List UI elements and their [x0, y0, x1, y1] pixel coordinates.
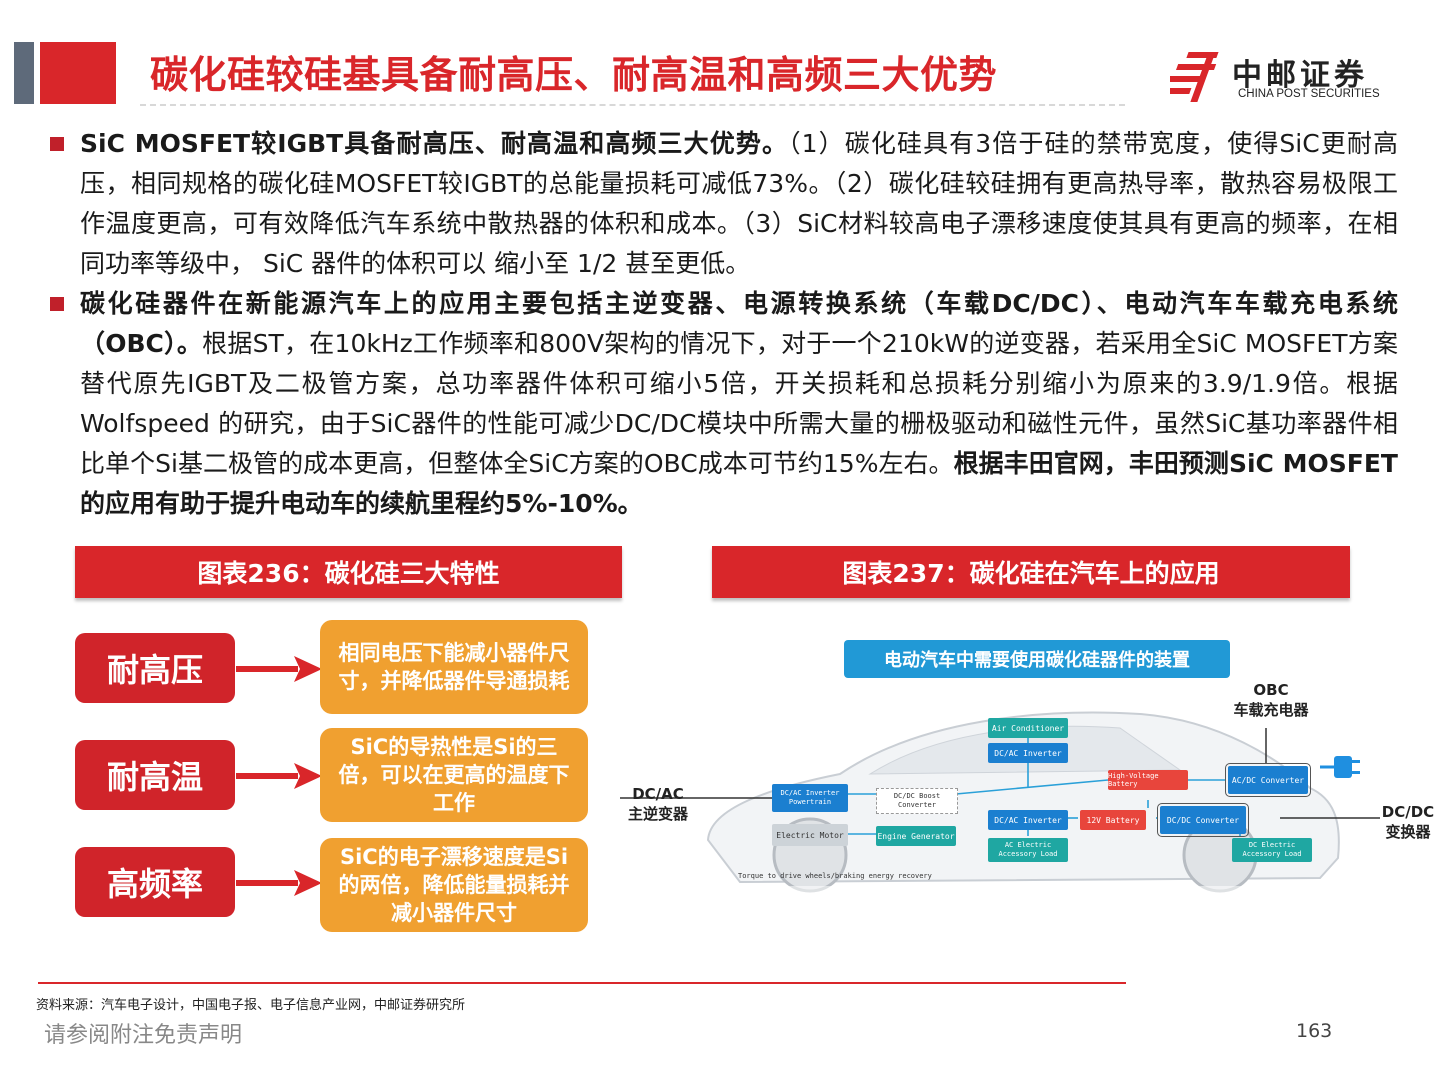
paragraph-2-tail: 根据丰田官网，丰田预测SiC MOSFET的应用有助于提升电动车的续航里程约5%… [80, 449, 1398, 518]
box-inverter-powertrain: DC/AC Inverter Powertrain [772, 784, 848, 812]
header-accent-red [40, 42, 116, 104]
header-accent-gray [14, 42, 34, 104]
page-number: 163 [1296, 1020, 1333, 1042]
arrow-right-icon [236, 870, 322, 896]
label-obc: OBC 车载充电器 [1233, 681, 1309, 719]
torque-note: Torque to drive wheels/braking energy re… [738, 872, 932, 880]
bullet-marker [50, 137, 64, 151]
arrow-right-icon [236, 656, 322, 682]
label-dcdc-converter: DC/DC 变换器 [1381, 803, 1435, 841]
logo-text-en: CHINA POST SECURITIES [1238, 88, 1380, 100]
charging-plug-icon [1320, 756, 1360, 778]
box-ac-accessory-load: AC Electric Accessory Load [988, 838, 1068, 862]
logo-text-cn: 中邮证券 [1232, 58, 1368, 93]
paragraph-2-lead: 碳化硅器件在新能源汽车上的应用主要包括主逆变器、电源转换系统（车载DC/DC）、… [80, 289, 1398, 358]
disclaimer: 请参阅附注免责声明 [44, 1023, 243, 1048]
box-12v-battery: 12V Battery [1080, 810, 1146, 830]
feature-desc-high-voltage: 相同电压下能减小器件尺寸，并降低器件导通损耗 [320, 620, 588, 714]
chart-236-title: 图表236：碳化硅三大特性 [75, 546, 622, 598]
page-title: 碳化硅较硅基具备耐高压、耐高温和高频三大优势 [150, 53, 998, 97]
box-high-voltage-battery: High-Voltage Battery [1108, 770, 1188, 790]
feature-desc-high-temperature: SiC的导热性是Si的三倍，可以在更高的温度下工作 [320, 728, 588, 822]
box-boost-converter: DC/DC Boost Converter [876, 788, 958, 814]
paragraph-2: 碳化硅器件在新能源汽车上的应用主要包括主逆变器、电源转换系统（车载DC/DC）、… [80, 284, 1398, 524]
box-electric-motor: Electric Motor [772, 824, 848, 846]
feature-label-high-frequency: 高频率 [75, 847, 235, 917]
arrow-right-icon [236, 763, 322, 789]
feature-desc-high-frequency: SiC的电子漂移速度是Si的两倍，降低能量损耗并减小器件尺寸 [320, 838, 588, 932]
box-dc-accessory-load: DC Electric Accessory Load [1232, 838, 1312, 862]
ground-fade [620, 886, 1420, 910]
label-main-inverter: DC/AC 主逆变器 [627, 785, 688, 823]
box-dcdc-converter: DC/DC Converter [1157, 803, 1249, 837]
bullet-marker [50, 297, 64, 311]
paragraph-1: SiC MOSFET较IGBT具备耐高压、耐高温和高频三大优势。（1）碳化硅具有… [80, 124, 1398, 284]
diagram-title: 电动汽车中需要使用碳化硅器件的装置 [844, 640, 1230, 678]
feature-label-high-temperature: 耐高温 [75, 740, 235, 810]
paragraph-1-body: （1）碳化硅具有3倍于硅的禁带宽度，使得SiC更耐高压，相同规格的碳化硅MOSF… [80, 129, 1398, 278]
box-dcac-inverter-top: DC/AC Inverter [988, 743, 1068, 763]
feature-label-high-voltage: 耐高压 [75, 633, 235, 703]
china-post-securities-logo: 中邮证券 CHINA POST SECURITIES [1170, 46, 1410, 108]
chart-237-title: 图表237：碳化硅在汽车上的应用 [712, 546, 1350, 598]
header-divider [140, 104, 1125, 106]
box-dcac-inverter-mid: DC/AC Inverter [988, 810, 1068, 830]
footer-divider [38, 982, 1126, 984]
box-engine-generator: Engine Generator [876, 826, 956, 846]
box-acdc-converter: AC/DC Converter [1225, 763, 1311, 797]
paragraph-1-lead: SiC MOSFET较IGBT具备耐高压、耐高温和高频三大优势。 [80, 129, 789, 158]
paragraph-2-body: 根据ST，在10kHz工作频率和800V架构的情况下，对于一个210kW的逆变器… [80, 329, 1398, 478]
logo-mark-icon [1170, 52, 1219, 102]
source-note: 资料来源：汽车电子设计，中国电子报、电子信息产业网，中邮证券研究所 [36, 998, 466, 1013]
box-air-conditioner: Air Conditioner [988, 718, 1068, 738]
